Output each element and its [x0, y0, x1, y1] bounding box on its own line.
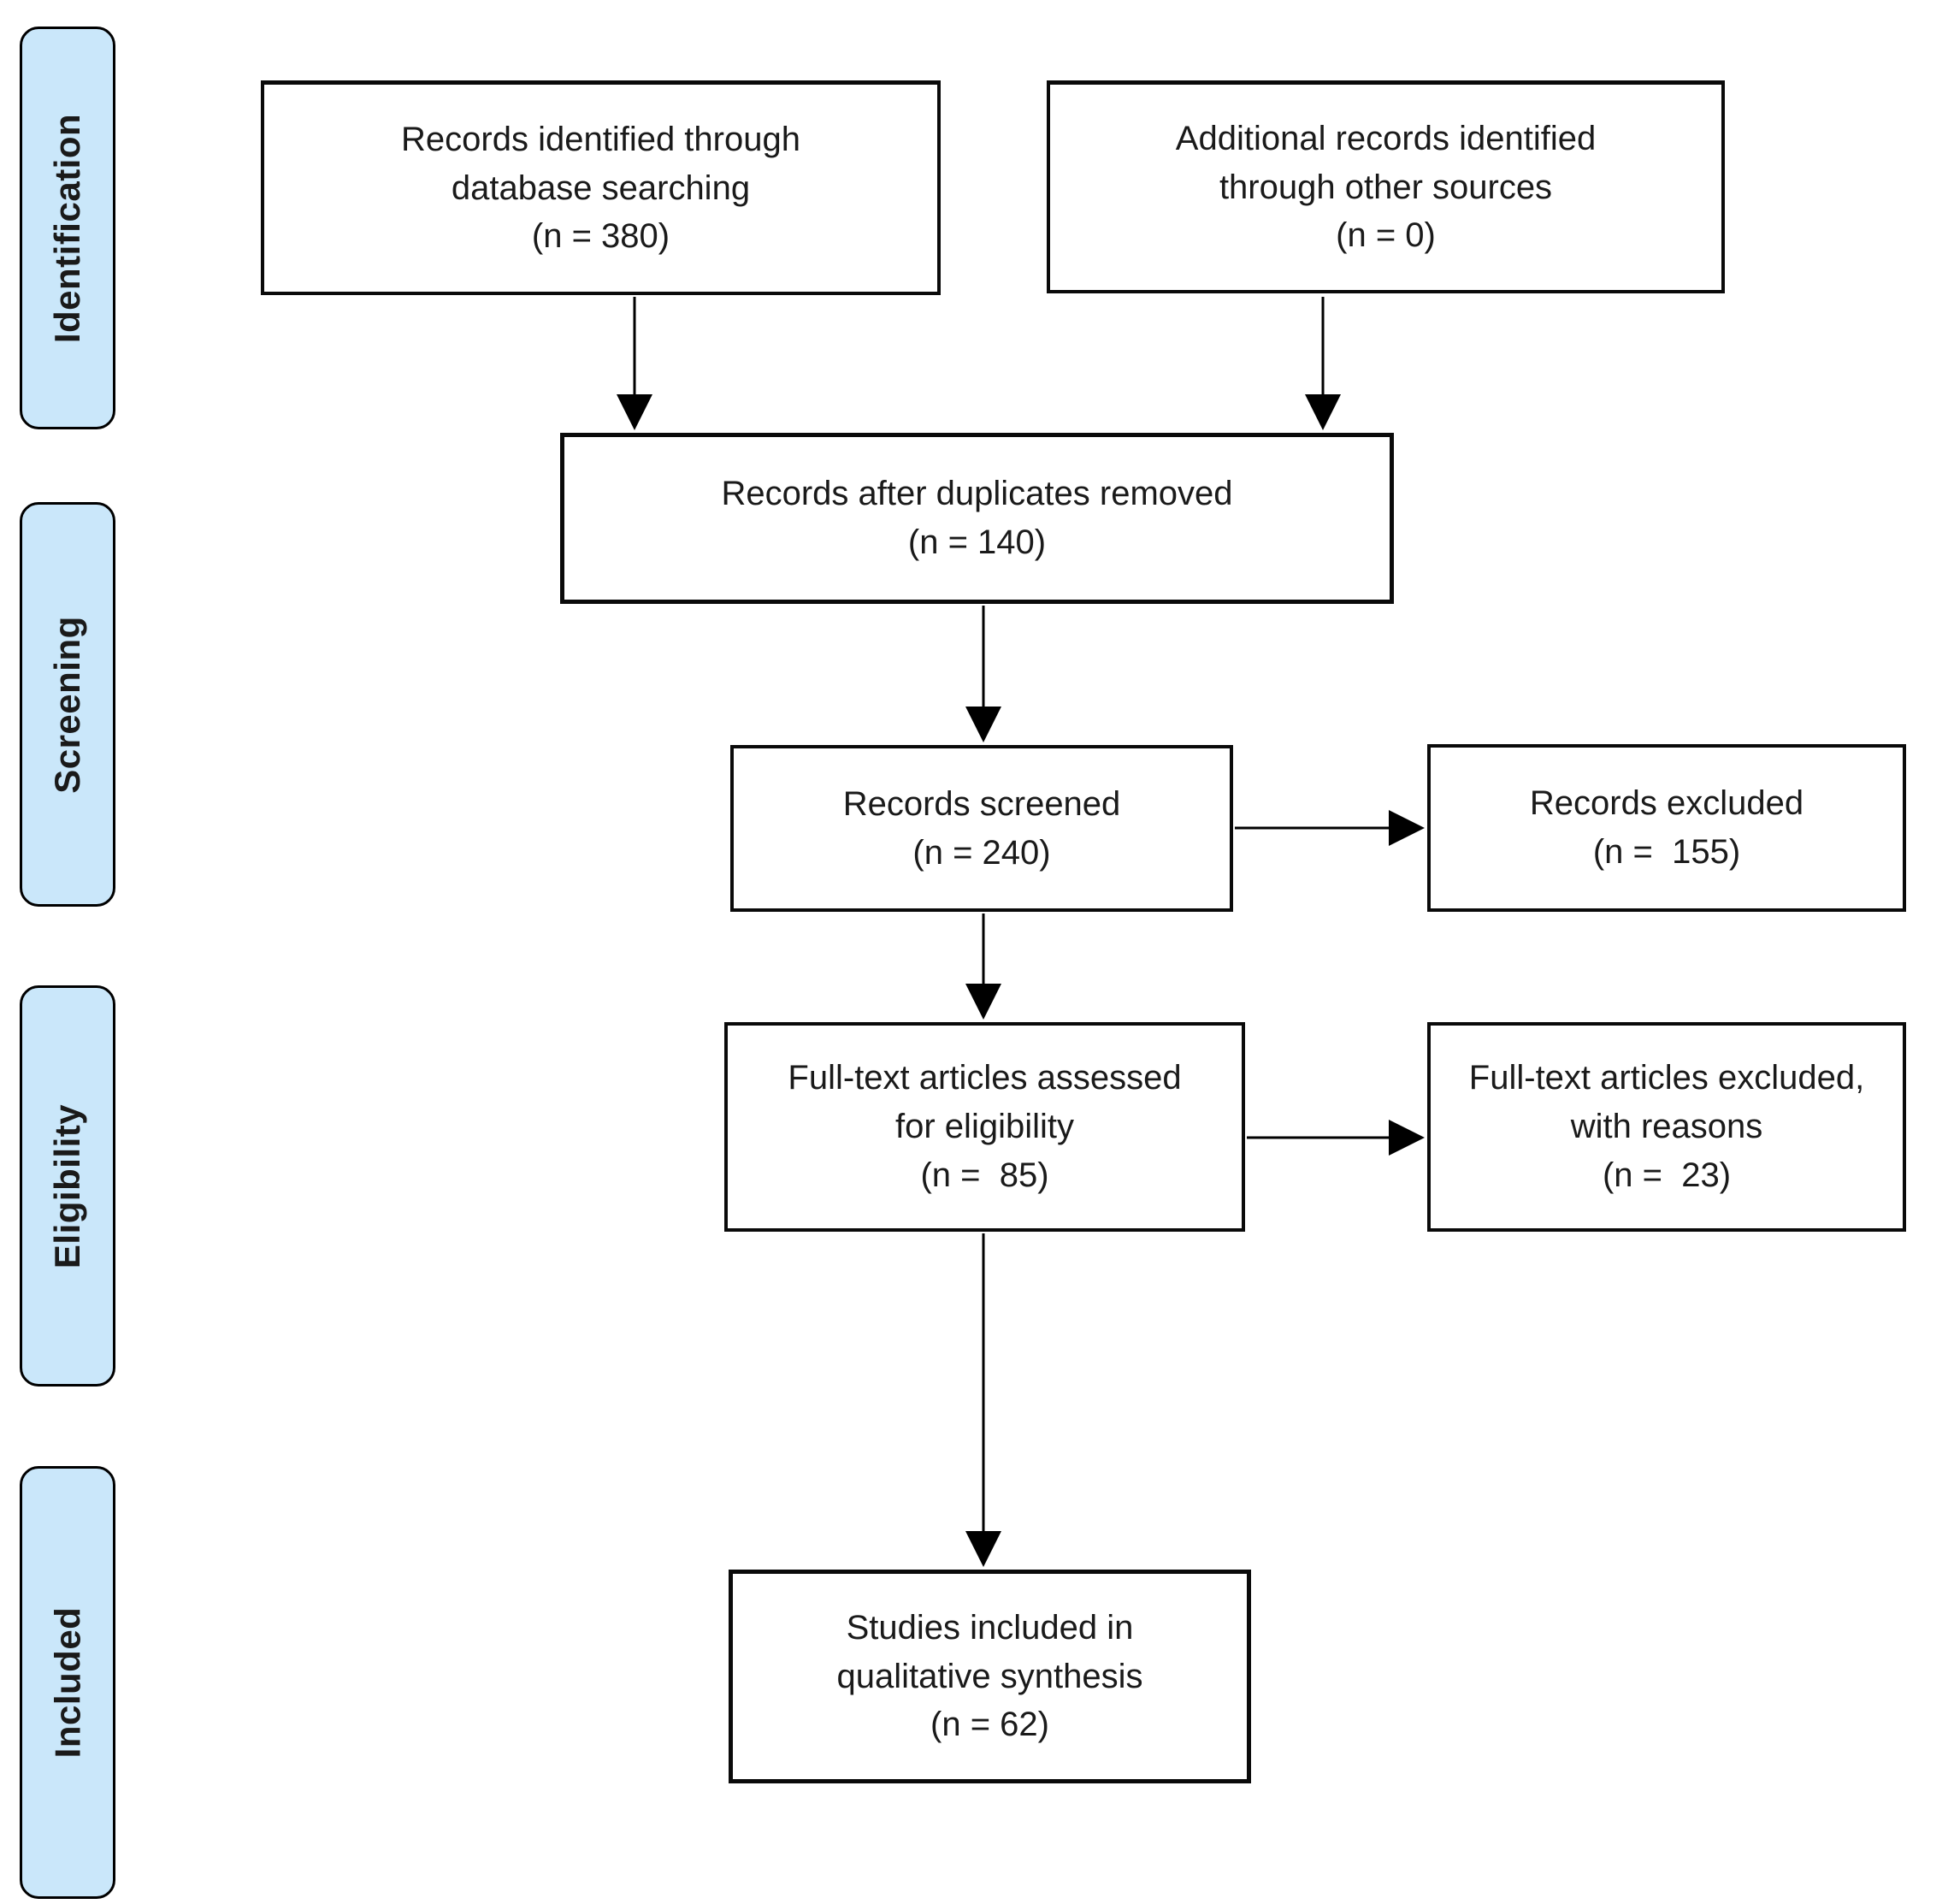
stage-identification-label: Identification — [47, 113, 87, 343]
box-after-duplicates-line1: Records after duplicates removed — [721, 475, 1233, 513]
box-studies-included-line2: qualitative synthesis — [836, 1657, 1143, 1695]
box-records-screened-count: (n = 240) — [912, 833, 1051, 872]
box-fulltext-assessed-line1: Full-text articles assessed — [788, 1059, 1182, 1097]
box-fulltext-excluded-line1: Full-text articles excluded, — [1468, 1059, 1865, 1097]
box-studies-included-count: (n = 62) — [930, 1706, 1049, 1744]
box-records-excluded-count: (n = 155) — [1592, 833, 1741, 871]
box-fulltext-excluded: Full-text articles excluded, with reason… — [1427, 1022, 1906, 1232]
box-fulltext-assessed-count: (n = 85) — [920, 1156, 1049, 1194]
box-records-identified-line1: Records identified through — [401, 120, 800, 158]
box-records-identified: Records identified through database sear… — [261, 80, 941, 295]
box-records-excluded-line1: Records excluded — [1529, 784, 1804, 823]
box-after-duplicates-count: (n = 140) — [907, 523, 1047, 561]
box-additional-records: Additional records identified through ot… — [1047, 80, 1725, 293]
box-fulltext-excluded-count: (n = 23) — [1602, 1156, 1732, 1194]
box-additional-records-line2: through other sources — [1219, 168, 1553, 206]
stage-included: Included — [20, 1466, 115, 1899]
box-studies-included: Studies included in qualitative synthesi… — [729, 1570, 1251, 1783]
box-records-identified-count: (n = 380) — [531, 217, 670, 256]
stage-eligibility: Eligibility — [20, 985, 115, 1387]
box-records-identified-line2: database searching — [451, 169, 751, 207]
box-records-screened-line1: Records screened — [842, 784, 1121, 823]
stage-screening: Screening — [20, 502, 115, 907]
box-fulltext-assessed-line2: for eligibility — [895, 1108, 1074, 1146]
box-records-excluded: Records excluded (n = 155) — [1427, 744, 1906, 912]
box-fulltext-assessed: Full-text articles assessed for eligibil… — [724, 1022, 1245, 1232]
box-records-screened: Records screened (n = 240) — [730, 745, 1233, 912]
box-additional-records-count: (n = 0) — [1336, 216, 1436, 255]
box-fulltext-excluded-line2: with reasons — [1570, 1108, 1763, 1146]
stage-eligibility-label: Eligibility — [47, 1103, 87, 1268]
box-additional-records-line1: Additional records identified — [1175, 119, 1597, 157]
box-after-duplicates: Records after duplicates removed (n = 14… — [560, 433, 1394, 604]
box-studies-included-line1: Studies included in — [846, 1608, 1134, 1647]
stage-identification: Identification — [20, 27, 115, 429]
stage-included-label: Included — [47, 1606, 87, 1759]
stage-screening-label: Screening — [47, 615, 88, 794]
